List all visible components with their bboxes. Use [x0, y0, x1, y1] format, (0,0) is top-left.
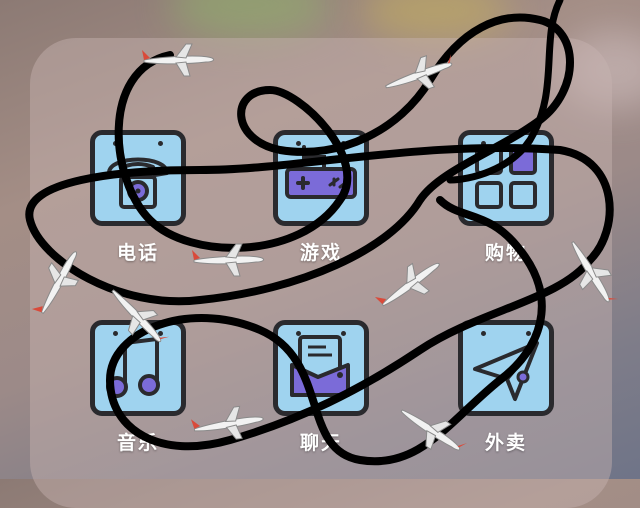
- airplane-icon: [192, 243, 265, 277]
- airplane-icon: [400, 409, 468, 451]
- app-tile[interactable]: [90, 130, 186, 226]
- airplane-icon: [385, 54, 453, 90]
- app-label: 音乐: [116, 432, 159, 454]
- app-game[interactable]: 游戏: [266, 130, 376, 265]
- app-label: 电话: [116, 242, 159, 264]
- app-folder: 电话 游戏 购物: [30, 38, 612, 508]
- shopping-grid-icon: [475, 147, 537, 209]
- wallpaper-blob: [170, 0, 330, 40]
- chat-icon: [290, 335, 350, 397]
- app-label: 游戏: [299, 242, 342, 264]
- airplane-icon: [31, 251, 80, 314]
- app-tile[interactable]: [458, 130, 554, 226]
- app-label: 聊天: [299, 432, 342, 454]
- wallpaper-blob: [360, 0, 510, 40]
- paper-plane-icon: [473, 341, 539, 401]
- app-phone[interactable]: 电话: [83, 130, 193, 265]
- app-tile[interactable]: [458, 320, 554, 416]
- airplane-icon: [374, 262, 440, 307]
- airplane-icon: [190, 405, 264, 440]
- app-shopping[interactable]: 购物: [451, 130, 561, 265]
- airplane-icon: [111, 289, 170, 343]
- app-chat[interactable]: 聊天: [266, 320, 376, 455]
- app-label: 购物: [484, 242, 527, 264]
- app-tile[interactable]: [273, 320, 369, 416]
- app-tile[interactable]: [273, 130, 369, 226]
- airplane-icon: [571, 241, 619, 303]
- airplane-icon: [142, 43, 215, 77]
- phone-icon: [107, 157, 169, 209]
- gamepad-icon: [285, 145, 357, 199]
